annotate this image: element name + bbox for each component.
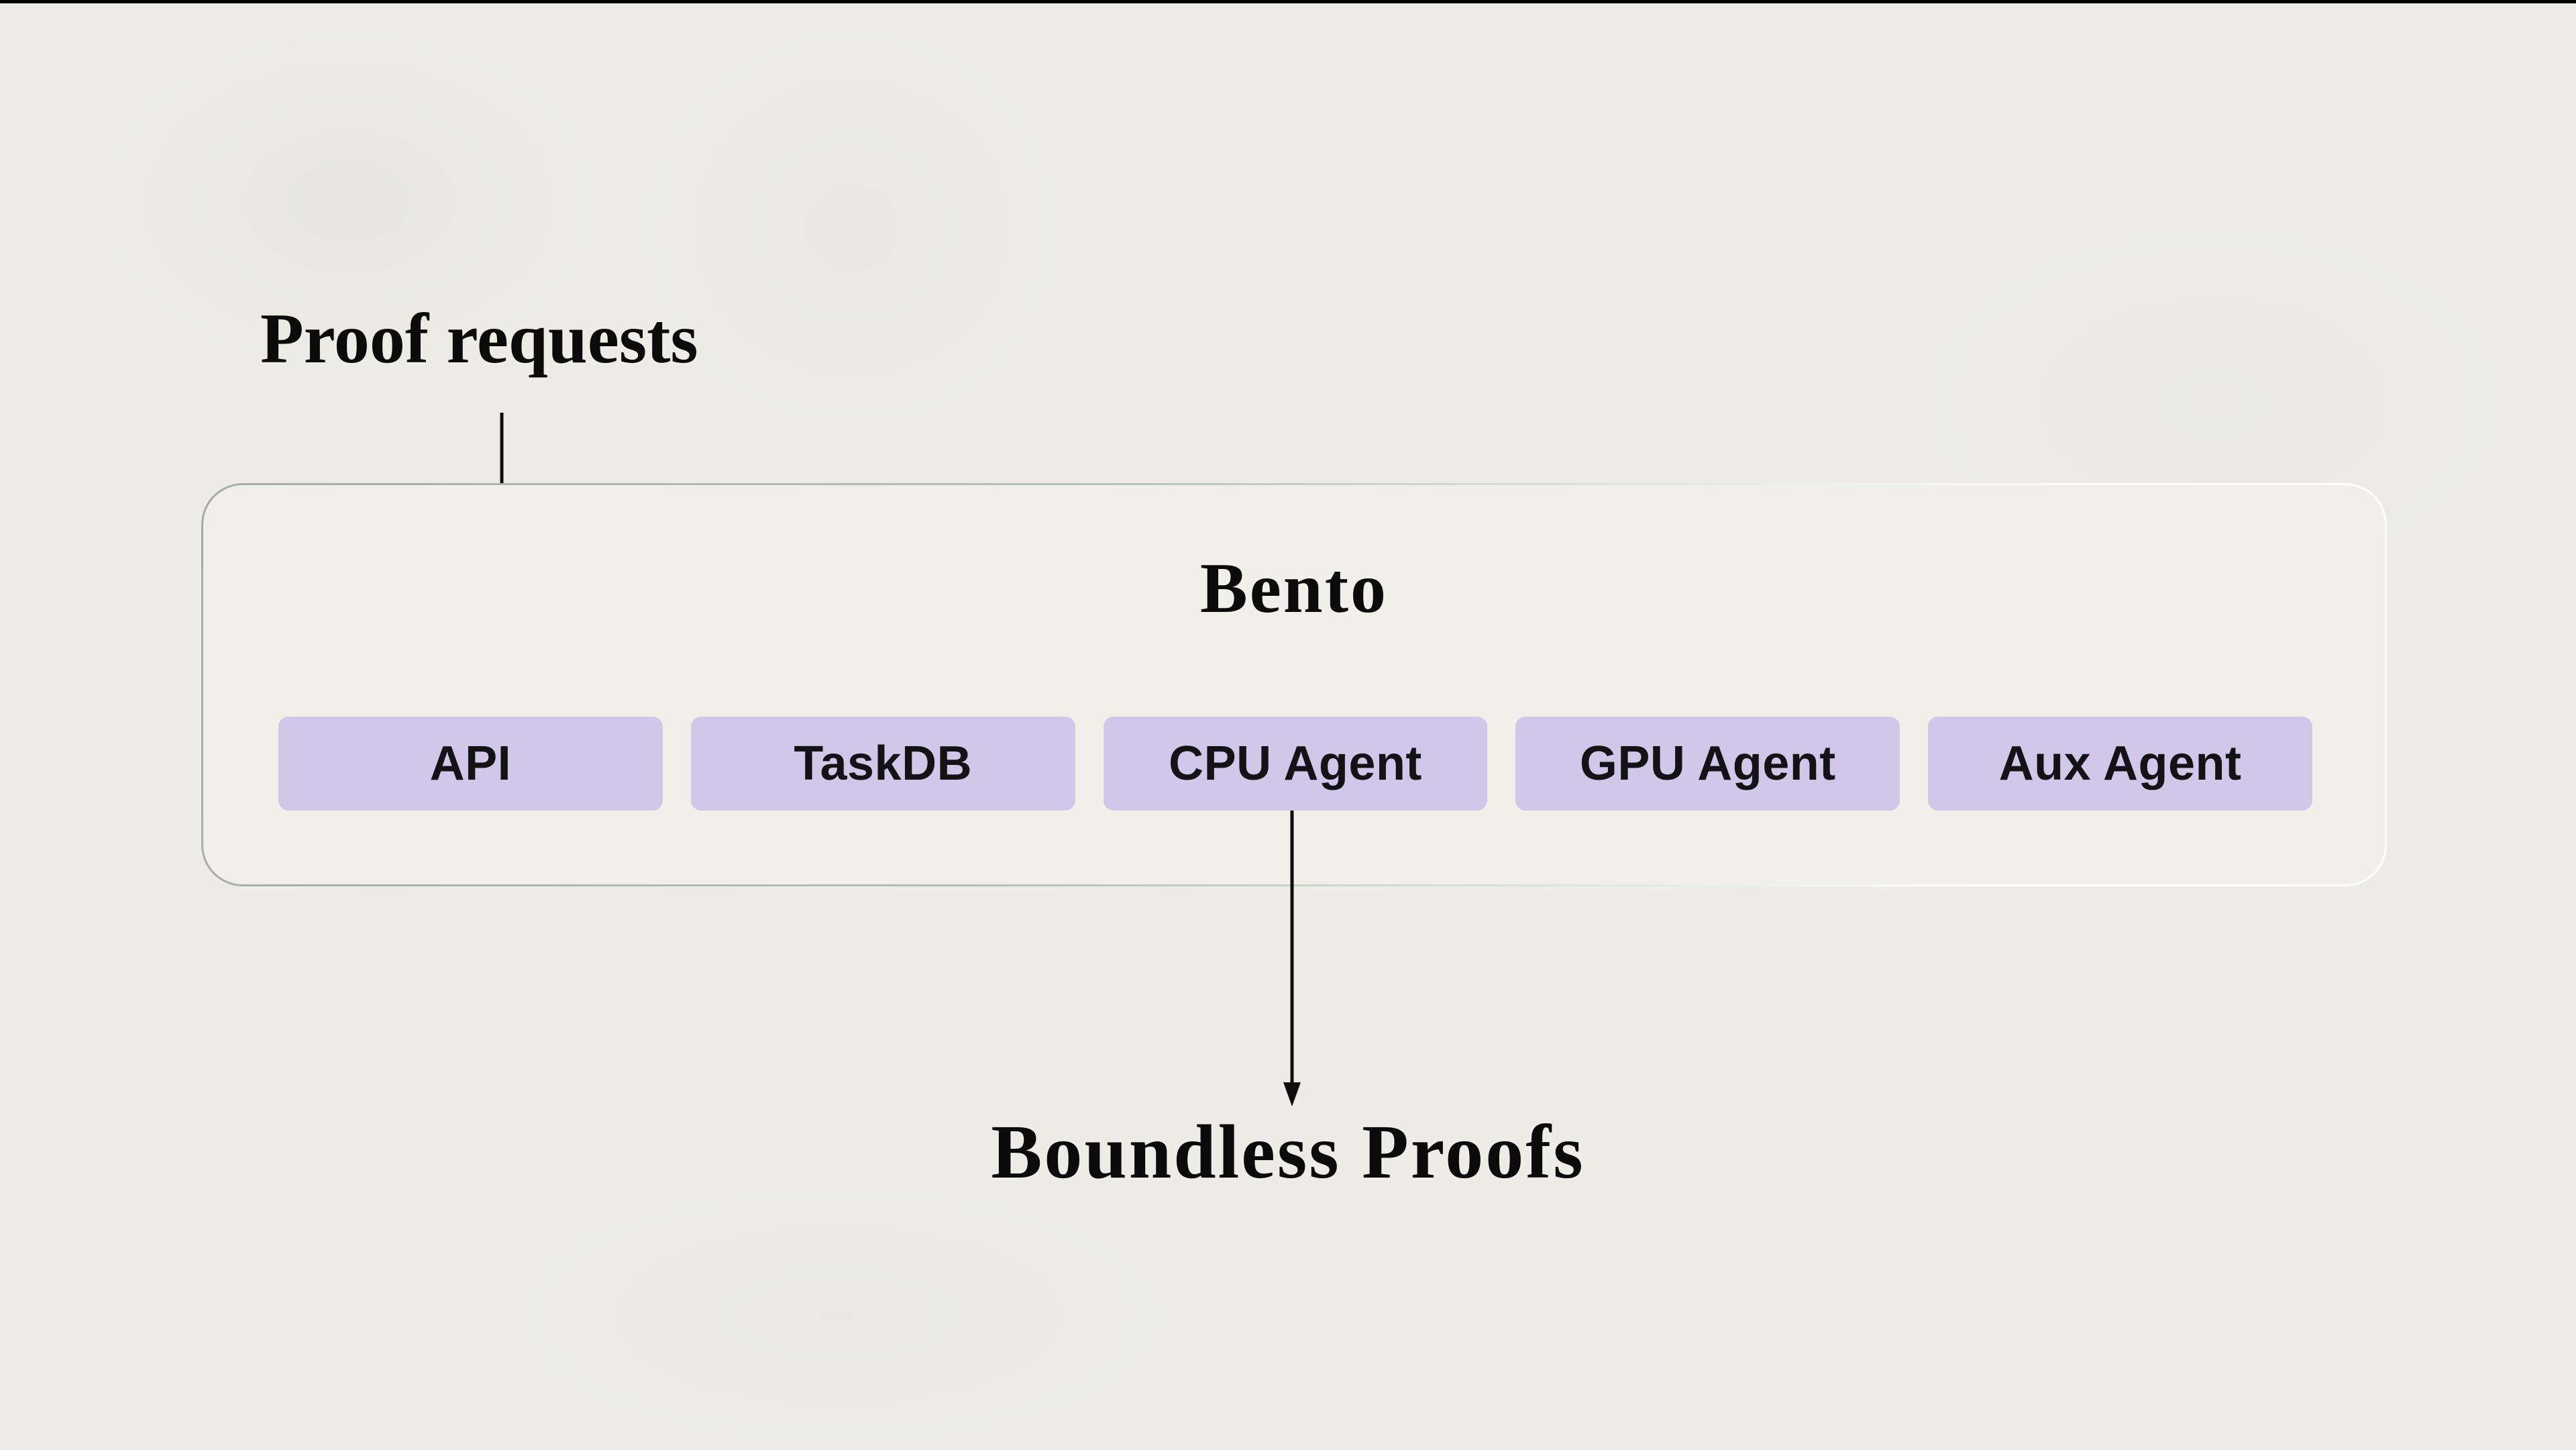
node-taskdb: TaskDB: [690, 717, 1075, 811]
node-gpu-agent-label: GPU Agent: [1579, 737, 1836, 790]
proof-requests-label: Proof requests: [260, 299, 698, 378]
bento-title: Bento: [1200, 549, 1388, 627]
node-gpu-agent: GPU Agent: [1515, 717, 1900, 811]
top-border-strip: [0, 0, 2576, 3]
bento-node-row: API TaskDB CPU Agent GPU Agent Aux Agent: [278, 717, 2312, 811]
bento-container: [201, 483, 2387, 886]
node-cpu-agent-label: CPU Agent: [1169, 737, 1422, 790]
node-aux-agent-label: Aux Agent: [1998, 737, 2242, 790]
boundless-proofs-label: Boundless Proofs: [991, 1109, 1585, 1194]
node-api: API: [278, 717, 663, 811]
node-cpu-agent: CPU Agent: [1103, 717, 1488, 811]
bento-container-surface: [203, 485, 2385, 884]
node-taskdb-label: TaskDB: [794, 737, 973, 790]
node-api-label: API: [429, 737, 512, 790]
node-aux-agent: Aux Agent: [1928, 717, 2312, 811]
